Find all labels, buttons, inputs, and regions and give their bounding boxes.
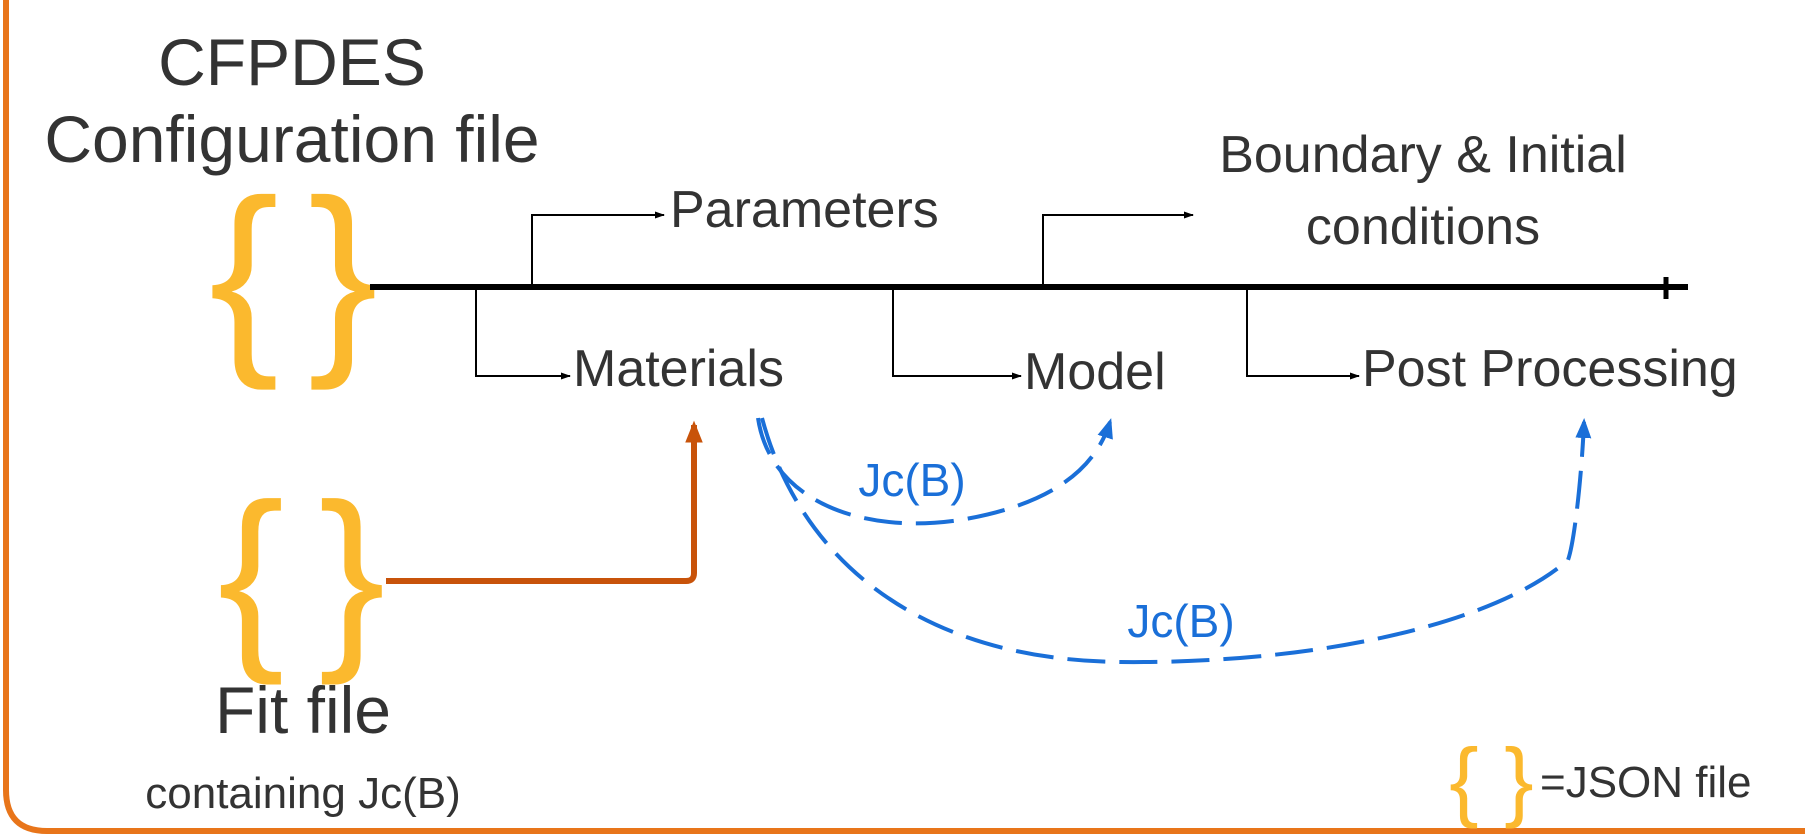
post-processing-connector (1246, 287, 1360, 380)
materials-connector (475, 287, 571, 380)
config-brace-close: } (308, 156, 378, 391)
fit-brace-open: { (218, 463, 285, 686)
model-label: Model (1024, 343, 1166, 401)
config-brace-open: { (209, 156, 279, 391)
config-title-line2: Configuration file (44, 102, 539, 176)
parameters-connector (531, 211, 665, 287)
jc-to-model-flow (756, 417, 1113, 526)
jc-to-post-flow (760, 417, 1592, 665)
fit-to-materials-arrow (386, 420, 703, 584)
boundary-connector (1042, 211, 1194, 287)
fit-brace-close: } (319, 463, 386, 686)
legend-brace-close: } (1504, 730, 1533, 829)
fit-file-title: Fit file (215, 673, 391, 747)
parameters-label: Parameters (670, 181, 939, 239)
boundary-label-line2: conditions (1306, 198, 1540, 256)
frame-border (3, 0, 1805, 834)
post-processing-label: Post Processing (1362, 340, 1738, 398)
legend-brace-open: { (1449, 730, 1478, 829)
legend-text: =JSON file (1540, 758, 1752, 807)
materials-label: Materials (573, 340, 784, 398)
config-title-line1: CFPDES (158, 25, 426, 99)
model-connector (892, 287, 1022, 380)
fit-file-subtitle: containing Jc(B) (145, 769, 460, 818)
boundary-label-line1: Boundary & Initial (1219, 126, 1627, 184)
jc-to-model-label: Jc(B) (858, 454, 965, 506)
jc-to-post-label: Jc(B) (1127, 595, 1234, 647)
